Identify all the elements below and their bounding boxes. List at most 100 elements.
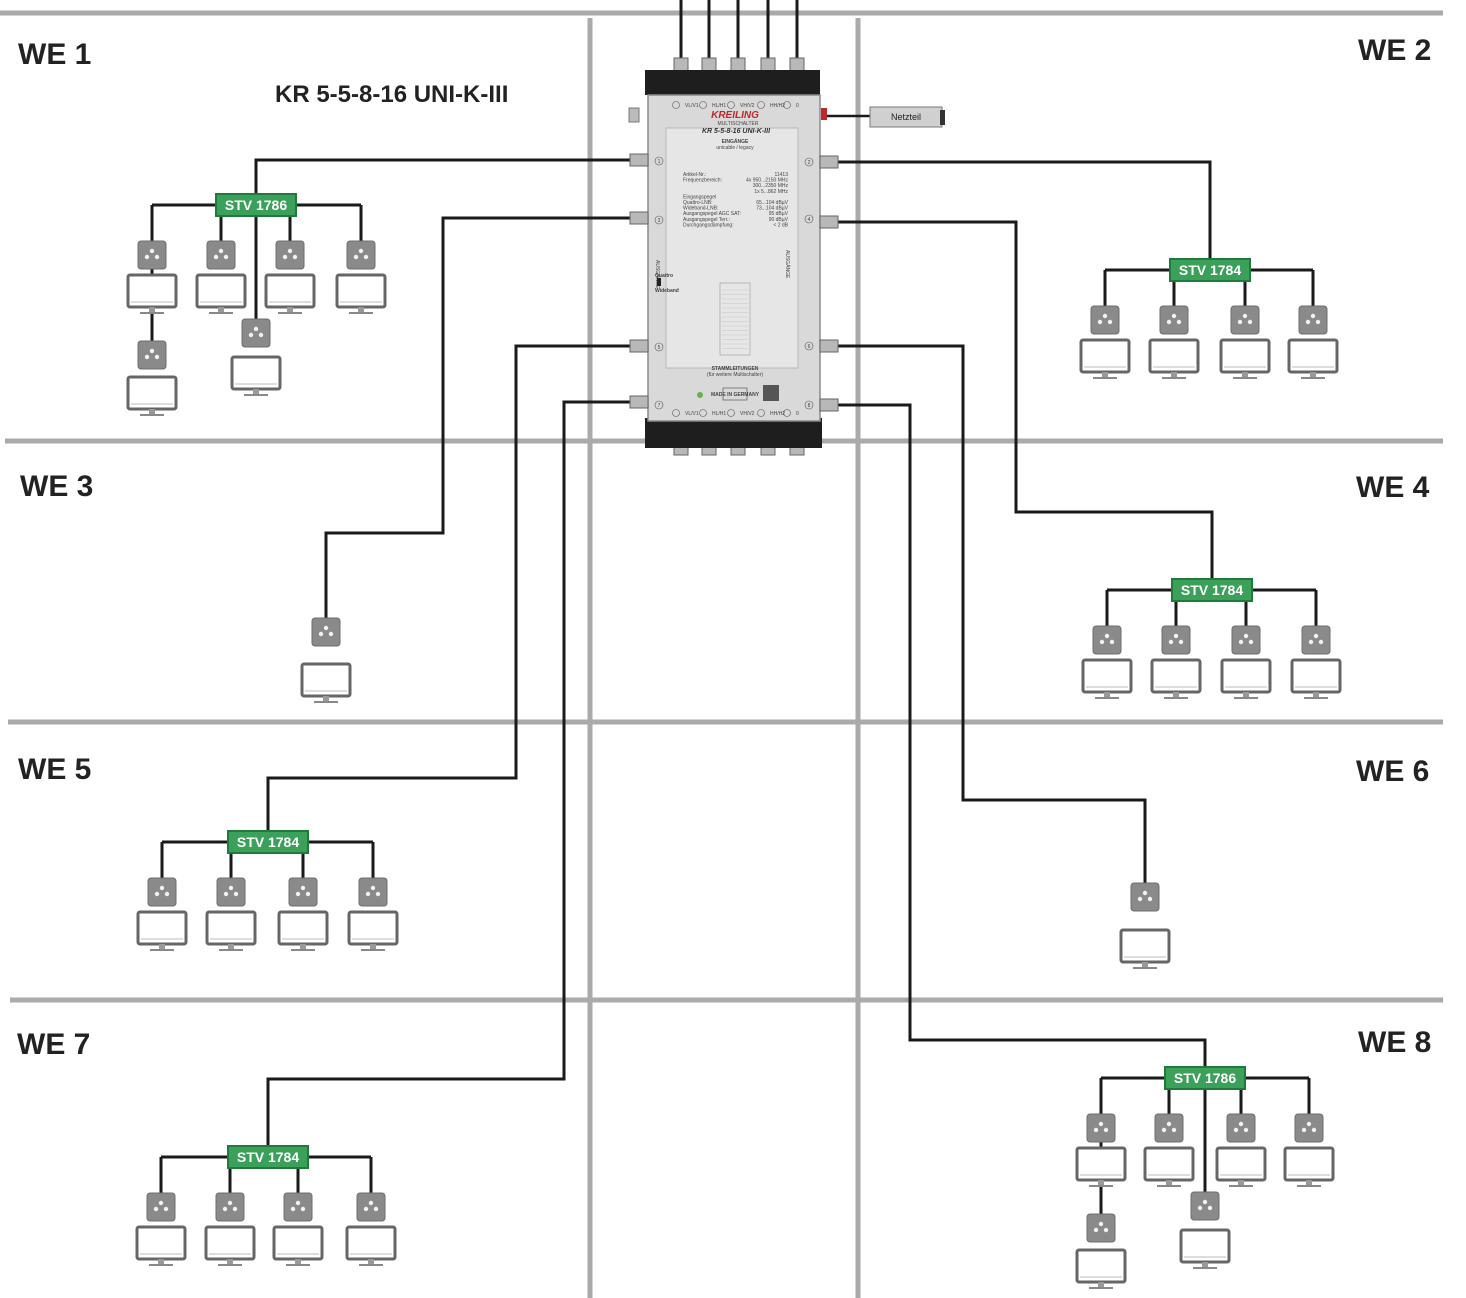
mode-switch[interactable] — [657, 278, 661, 286]
antenna-socket-icon — [1154, 1113, 1184, 1143]
splitter-label: STV 1786 — [1174, 1070, 1236, 1086]
ground-terminal-icon — [628, 107, 640, 123]
input-label: 0 — [796, 411, 799, 417]
output-port — [819, 155, 839, 169]
input-label: VH/V2 — [740, 103, 755, 109]
spec-key: Quattro-LNB: — [683, 200, 712, 206]
monitor-icon — [335, 273, 387, 314]
input-marker — [699, 409, 707, 417]
input-label: VL/V1 — [685, 103, 699, 109]
splitter-label: STV 1786 — [225, 197, 287, 213]
output-number-marker — [804, 341, 814, 351]
input-marker — [783, 101, 791, 109]
multiswitch-top-cap — [645, 70, 820, 95]
antenna-socket-icon — [146, 1192, 176, 1222]
output-cable — [836, 344, 1147, 884]
splitter-label: STV 1784 — [237, 1149, 299, 1165]
antenna-socket-icon — [346, 240, 376, 270]
antenna-socket-icon — [1086, 1213, 1116, 1243]
input-marker — [672, 101, 680, 109]
splitter — [1171, 578, 1253, 602]
monitor-icon — [300, 662, 352, 703]
input-marker — [727, 101, 735, 109]
monitor-icon — [126, 273, 178, 314]
monitor-icon — [135, 1225, 187, 1266]
antenna-socket-icon — [216, 877, 246, 907]
outlet-sockets — [137, 240, 1331, 1243]
zone-label-we2: WE 2 — [1358, 34, 1431, 67]
channel-table — [719, 282, 751, 356]
monitor-icon — [1148, 338, 1200, 379]
output-number: 3 — [658, 218, 661, 224]
monitor-icon — [347, 910, 399, 951]
monitor-icon — [195, 273, 247, 314]
antenna-socket-icon — [147, 877, 177, 907]
monitor-icon — [204, 1225, 256, 1266]
output-ports — [629, 153, 839, 412]
monitor-icon — [1290, 658, 1342, 699]
splitter — [1169, 258, 1251, 282]
spec-key: Wideband-LNB: — [683, 206, 718, 212]
input-label: HH/H2 — [770, 103, 785, 109]
antenna-socket-icon — [356, 1192, 386, 1222]
input-labels: VL/V1VL/V1HL/H1HL/H1VH/V2VH/V2HH/H2HH/H2… — [672, 101, 799, 417]
antenna-socket-icon — [206, 240, 236, 270]
spec-value: 11413 — [774, 172, 788, 178]
receivers — [126, 273, 1342, 1289]
output-port — [629, 395, 649, 409]
spec-value: 4x 950...2150 MHz — [746, 178, 788, 184]
output-cable — [254, 158, 646, 205]
monitor-icon — [1215, 1146, 1267, 1187]
power-supply: Netzteil — [827, 106, 945, 128]
monitor-icon — [1075, 1146, 1127, 1187]
spec-value: 95 dBµV — [769, 211, 789, 217]
antenna-socket-icon — [215, 1192, 245, 1222]
antenna-socket-icon — [1130, 882, 1160, 912]
output-number-marker — [654, 400, 664, 410]
output-number-marker — [804, 214, 814, 224]
multiswitch-bottom-cap — [645, 418, 822, 448]
output-number-marker — [654, 342, 664, 352]
antenna-socket-icon — [283, 1192, 313, 1222]
power-input-connector — [821, 108, 827, 120]
spec-key: Ausgangspegel AGC SAT: — [683, 211, 741, 217]
made-in-badge — [722, 387, 748, 401]
antenna-socket-icon — [288, 877, 318, 907]
title: KR 5-5-8-16 UNI-K-III — [275, 81, 508, 108]
monitor-icon — [1219, 338, 1271, 379]
output-number-marker — [654, 215, 664, 225]
monitor-icon — [1081, 658, 1133, 699]
input-marker — [699, 101, 707, 109]
monitor-icon — [1075, 1248, 1127, 1289]
output-cable — [266, 344, 646, 842]
inputs-subheading: unicable / legacy — [716, 145, 754, 151]
inputs-heading: EINGÄNGE — [722, 138, 749, 145]
input-label: VL/V1 — [685, 411, 699, 417]
spec-value: 73...104 dBµV — [756, 206, 788, 212]
output-number: 1 — [658, 159, 661, 165]
channel-table-rows — [722, 289, 748, 349]
monitor-icon — [1220, 658, 1272, 699]
input-marker — [672, 409, 680, 417]
spec-key: Ausgangspegel Terr.: — [683, 217, 730, 223]
multiswitch-panel — [665, 127, 799, 369]
leaf-icon — [697, 392, 703, 398]
splitter-label: STV 1784 — [1179, 262, 1241, 278]
output-port — [819, 215, 839, 229]
antenna-socket-icon — [1190, 1191, 1220, 1221]
splitter — [215, 193, 297, 217]
input-marker — [783, 409, 791, 417]
trunk-heading: STAMMLEITUNGEN — [712, 366, 759, 372]
splitter — [1164, 1066, 1246, 1090]
output-number-marker — [654, 156, 664, 166]
switch-label-quattro: Quattro — [655, 273, 673, 279]
output-number: 6 — [808, 344, 811, 350]
zone-label-we3: WE 3 — [20, 470, 93, 503]
output-number: 2 — [808, 160, 811, 166]
input-label: HH/H2 — [770, 411, 785, 417]
monitor-icon — [272, 1225, 324, 1266]
input-marker — [757, 409, 765, 417]
